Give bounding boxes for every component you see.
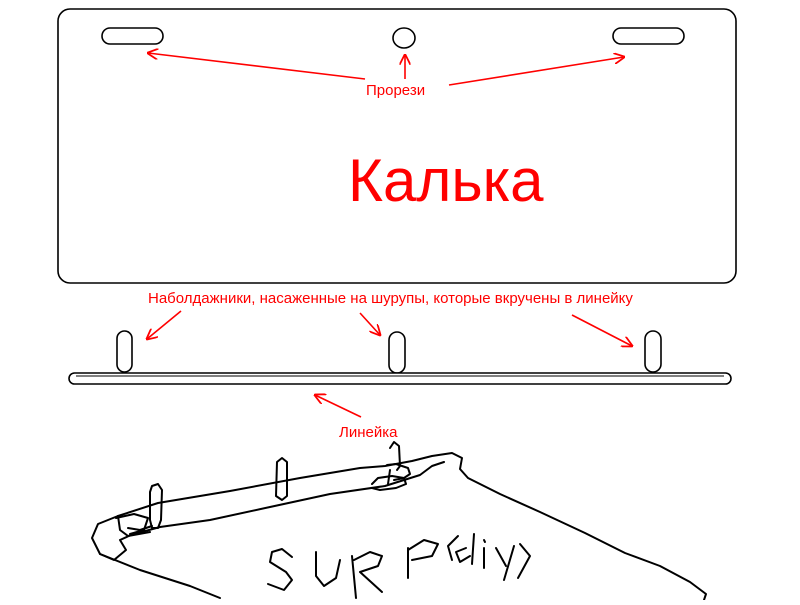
sketch-letter-p [407, 539, 439, 579]
sketch-letter-i [483, 539, 486, 569]
ruler [68, 372, 732, 385]
arrow-slot-right [448, 57, 624, 86]
sketch-letter-s [267, 548, 293, 591]
tracing-paper-sheet [57, 8, 737, 284]
sketch-paper-outline [117, 452, 707, 601]
arrow-bushing-center [359, 312, 380, 335]
arrow-slot-left [148, 53, 366, 80]
bushing-right [644, 330, 662, 373]
sketch-pin-right [389, 441, 401, 471]
sketch-clamp-left [115, 513, 149, 535]
sketch-letter-r [351, 551, 383, 599]
sketch-letter-d [455, 533, 475, 565]
label-slots: Прорези [366, 82, 426, 99]
sketch-paren-close [517, 543, 531, 579]
bushing-center [388, 331, 406, 374]
sketch-letter-u [315, 551, 341, 587]
label-bushings: Наболдажники, насаженные на шурупы, кото… [148, 290, 633, 307]
slot-left [101, 27, 164, 45]
slot-center [392, 27, 416, 49]
label-tracing-paper: Калька [348, 147, 544, 214]
sketch-paren-open [447, 535, 459, 561]
label-ruler: Линейка [339, 424, 398, 441]
arrow-bushing-right [571, 314, 632, 346]
bushing-left [116, 330, 133, 373]
arrow-bushing-left [147, 310, 182, 339]
sketch-pin-middle [275, 457, 288, 501]
arrow-ruler [315, 395, 362, 418]
hand-sketch [91, 441, 707, 601]
slot-right [612, 27, 685, 45]
sketch-letter-y [495, 545, 515, 581]
